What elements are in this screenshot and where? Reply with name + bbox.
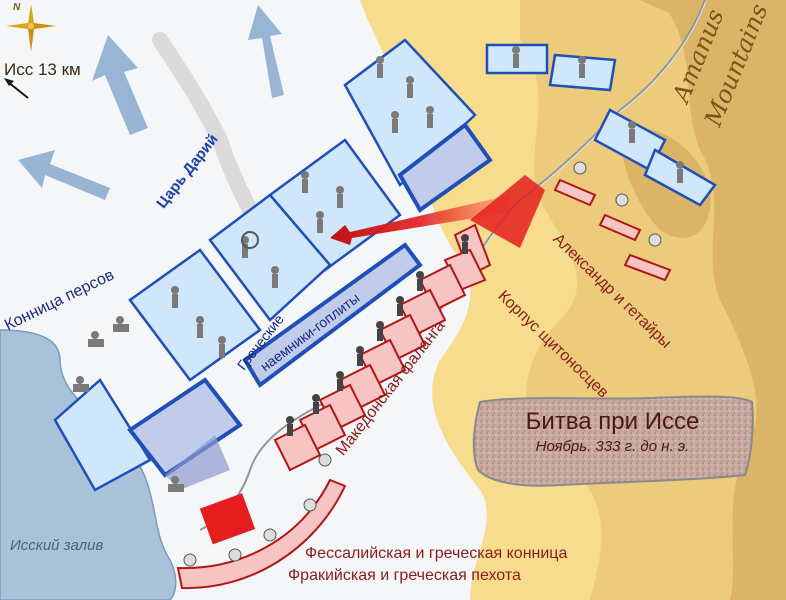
battle-date: Ноябрь. 333 г. до н. э. [535,438,690,455]
title-plaque-stone [472,395,754,487]
gulf-of-issus-label: Исский залив [10,537,104,554]
thracian-infantry-label: Фракийская и греческая пехота [288,567,521,584]
issus-distance-label: Исс 13 км [4,60,81,79]
arrow-northwest-icon [4,78,29,99]
macedonian-soldier-figures [183,161,662,567]
thessalian-cavalry-label: Фессалийская и греческая конница [305,545,568,562]
alexander-attack-arrow [330,195,512,245]
compass-rose-icon [6,4,56,52]
persian-soldier-figures [73,46,684,492]
persian-retreat-arrows [18,5,284,200]
battle-title: Битва при Иссе [525,408,700,435]
title-plaque: Битва при Иссе Ноябрь. 333 г. до н. э. [475,398,750,478]
darius-chariot-icon [241,231,259,249]
companion-cavalry-wedge [470,175,545,248]
macedonian-units [176,178,672,590]
persian-units [53,38,717,492]
compass-north-label: N [13,2,21,13]
thessalian-cavalry-unit [199,493,256,545]
sand-dark [660,0,786,600]
greek-mercenaries [127,122,493,478]
